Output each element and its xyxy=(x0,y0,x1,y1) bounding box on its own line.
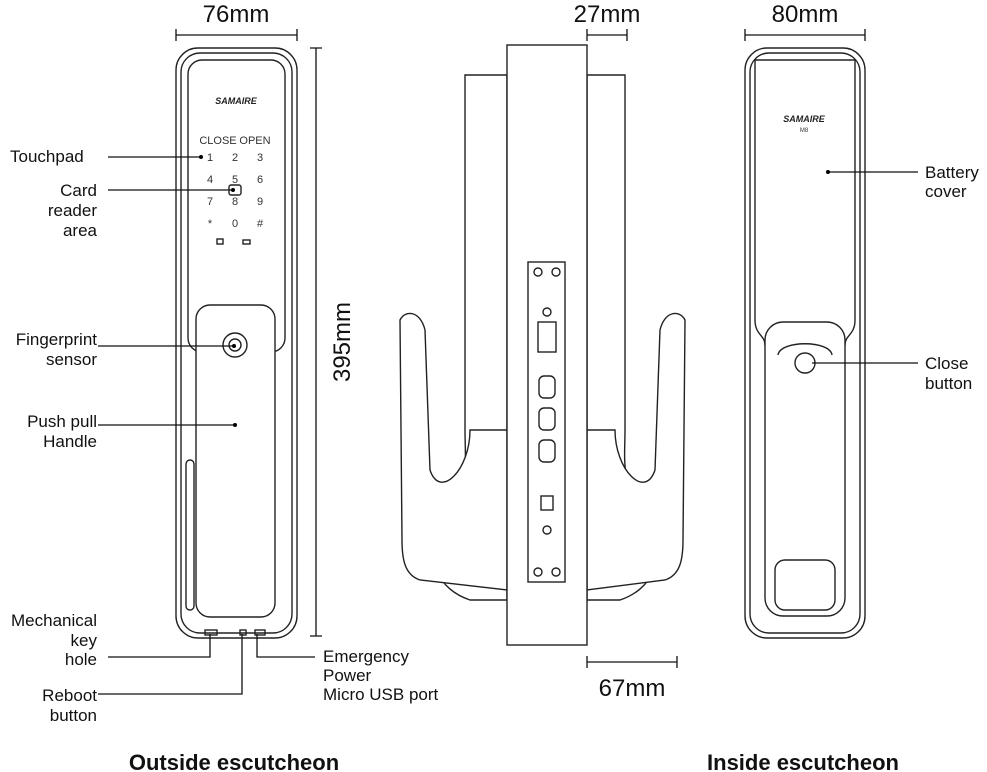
dimension-inside-width: 80mm xyxy=(744,1,866,41)
label-usb: Power xyxy=(323,666,372,685)
dimension-label: 67mm xyxy=(599,675,666,702)
dimension-label: 80mm xyxy=(772,1,839,28)
open-key-label: OPEN xyxy=(239,135,270,147)
label-reboot: button xyxy=(50,706,97,725)
label-key-hole: key xyxy=(71,631,98,650)
key: 5 xyxy=(232,174,238,186)
key: 7 xyxy=(207,196,213,208)
title-inside: Inside escutcheon xyxy=(707,750,899,772)
brand-logo: SAMAIRE xyxy=(215,96,257,106)
label-close-button: Close xyxy=(925,354,968,373)
dimension-label: 27mm xyxy=(574,1,641,28)
battery-cover xyxy=(754,59,856,346)
label-usb: Emergency xyxy=(323,647,409,666)
key: 0 xyxy=(232,218,238,230)
key: 4 xyxy=(207,174,213,186)
label-card-reader: reader xyxy=(48,201,97,220)
key: 6 xyxy=(257,174,263,186)
key: # xyxy=(257,218,264,230)
dimension-side-top: 27mm xyxy=(574,1,641,41)
title-outside: Outside escutcheon xyxy=(129,750,339,772)
dimension-outside-width: 76mm xyxy=(175,1,298,41)
dimension-height: 395mm xyxy=(310,47,356,637)
close-key-label: CLOSE xyxy=(199,135,236,147)
model-label: M8 xyxy=(800,128,809,134)
inside-escutcheon: SAMAIRE M8 xyxy=(744,47,866,639)
key: 9 xyxy=(257,196,263,208)
key: * xyxy=(208,218,213,230)
label-key-hole: Mechanical xyxy=(11,611,97,630)
key: 8 xyxy=(232,196,238,208)
label-fingerprint: sensor xyxy=(46,350,97,369)
dimension-label: 395mm xyxy=(329,302,356,382)
lock-icon xyxy=(216,238,224,245)
key: 1 xyxy=(207,152,213,164)
inside-callouts: Battery cover Close button xyxy=(812,163,979,393)
keypad: 1 2 3 4 5 6 7 8 9 * 0 # xyxy=(207,152,264,245)
outside-escutcheon: SAMAIRE CLOSE OPEN 1 2 3 4 5 6 7 8 9 * 0… xyxy=(175,47,298,639)
label-handle: Push pull xyxy=(27,412,97,431)
label-usb: Micro USB port xyxy=(323,685,439,704)
label-key-hole: hole xyxy=(65,650,97,669)
label-battery: Battery xyxy=(925,163,979,182)
card-icon xyxy=(242,239,251,245)
label-battery: cover xyxy=(925,182,967,201)
label-touchpad: Touchpad xyxy=(10,147,84,166)
dimension-side-bottom: 67mm xyxy=(586,656,678,702)
key: 2 xyxy=(232,152,238,164)
label-reboot: Reboot xyxy=(42,686,97,705)
push-pull-handle xyxy=(195,304,276,618)
brand-logo: SAMAIRE xyxy=(783,114,825,124)
label-card-reader: area xyxy=(63,221,98,240)
label-close-button: button xyxy=(925,374,972,393)
label-fingerprint: Fingerprint xyxy=(16,330,98,349)
label-handle: Handle xyxy=(43,432,97,451)
key: 3 xyxy=(257,152,263,164)
dimension-label: 76mm xyxy=(203,1,270,28)
side-view xyxy=(399,44,686,646)
label-card-reader: Card xyxy=(60,181,97,200)
outside-callouts: Touchpad Card reader area Fingerprint se… xyxy=(10,147,439,725)
